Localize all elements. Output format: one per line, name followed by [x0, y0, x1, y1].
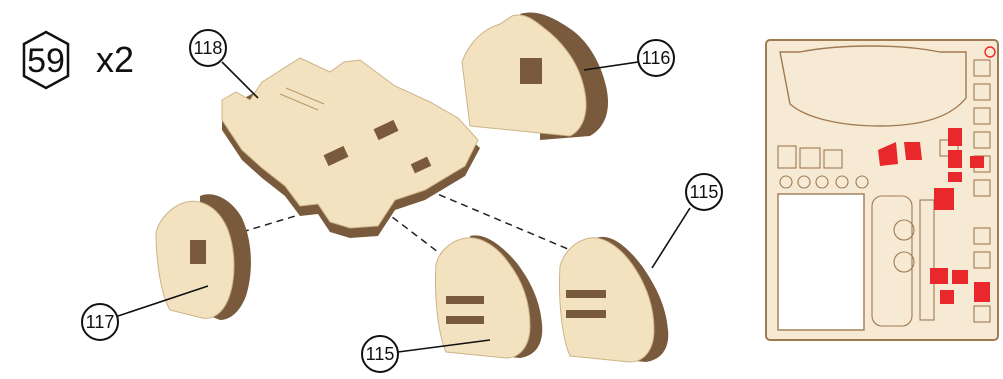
callout-118-label: 118	[194, 38, 223, 58]
step-quantity: x2	[96, 39, 134, 80]
part-115b-slot	[566, 310, 606, 318]
parts-sheet	[766, 40, 998, 340]
callout-117-label: 117	[86, 312, 115, 332]
part-116	[462, 13, 608, 140]
part-118-top	[222, 58, 478, 228]
part-115b-front	[559, 238, 654, 362]
part-116-slot	[520, 58, 542, 84]
part-115a-slot	[446, 316, 484, 324]
callout-116-label: 116	[642, 48, 671, 68]
part-117-slot	[190, 240, 206, 264]
callout-118: 118	[190, 30, 258, 98]
part-115a-slot	[446, 296, 484, 304]
callout-115-right-label: 115	[690, 182, 719, 202]
part-115-right	[559, 237, 668, 362]
part-118-base-plate	[222, 58, 480, 238]
part-115b-slot	[566, 290, 606, 298]
callout-115-right: 115	[652, 174, 722, 268]
step-indicator: 59 x2	[24, 32, 134, 88]
sheet-panel	[778, 194, 864, 330]
callout-115-center-label: 115	[366, 344, 395, 364]
step-number: 59	[27, 42, 65, 80]
part-117	[156, 194, 251, 320]
